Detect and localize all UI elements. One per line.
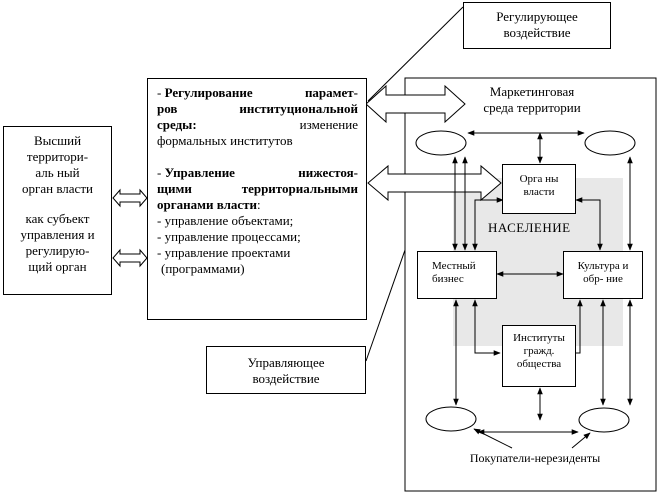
double-arrow-left-lower (112, 248, 148, 268)
civil-institutes-box: Институты гражд. общества (502, 325, 576, 387)
institutes-text: гражд. (523, 345, 555, 357)
double-arrow-left (112, 188, 148, 208)
dash: - (157, 165, 162, 180)
ellipse-bottom-right (578, 407, 630, 433)
local-business-box: Местный бизнес (417, 251, 497, 299)
regulation-heading: институциональной (239, 101, 358, 116)
regulation-text: формальных институтов (157, 133, 293, 148)
managing-effect-label: Управляющее воздействие (206, 346, 366, 394)
regulation-text: изменение (299, 117, 358, 132)
institutes-text: Институты (513, 332, 565, 344)
management-item: (программами) (161, 261, 245, 276)
culture-text: обр- ние (583, 273, 623, 285)
population-label: НАСЕЛЕНИЕ (488, 220, 571, 235)
culture-box: Культура и обр- ние (563, 251, 643, 299)
institutes-text: общества (516, 358, 562, 370)
regulating-effect-label: Регулирующее воздействие (463, 2, 611, 49)
regulation-heading: Регулирование (164, 85, 253, 100)
management-heading: территориальными (241, 181, 358, 196)
subject-line: регулирую- (25, 243, 90, 258)
ellipse-bottom-left (425, 406, 477, 432)
dash: - (157, 85, 162, 100)
regulating-pointer-line (367, 6, 464, 102)
ellipse-top-right (584, 130, 636, 156)
management-heading: органами власти (157, 197, 258, 212)
higher-authority-line: аль ный (35, 165, 80, 180)
regulating-label-text: Регулирующее (496, 9, 578, 24)
non-resident-buyers-label: Покупатели-нерезиденты (469, 451, 601, 465)
management-item: - управление проектами (157, 245, 291, 260)
subject-line: управления и (20, 227, 95, 242)
management-heading: Управление (164, 165, 235, 180)
business-text: бизнес (432, 273, 464, 285)
regulation-heading: ров (157, 101, 178, 116)
managing-label-text: Управляющее (247, 355, 325, 370)
management-item: - управление объектами; (157, 213, 294, 228)
subject-line: щий орган (28, 259, 87, 274)
authorities-box: Орга ны власти (502, 164, 576, 214)
management-heading: нижестоя- (298, 165, 358, 180)
higher-authority-line: орган власти (22, 181, 93, 196)
culture-text: Культура и (577, 260, 629, 272)
authorities-text: власти (523, 186, 555, 198)
management-heading: щими (157, 181, 192, 196)
regulating-double-arrow (365, 84, 466, 124)
higher-authority-box: Высший территори- аль ный орган власти к… (3, 126, 112, 295)
ellipse-top-left (415, 130, 467, 156)
subject-line: как субъект (25, 211, 90, 226)
managing-pointer-line (365, 249, 406, 362)
higher-authority-line: территори- (26, 149, 89, 164)
actions-box: - Регулирование парамет- ров институцион… (147, 78, 367, 320)
managing-label-text: воздействие (252, 371, 320, 386)
management-item: - управление процессами; (157, 229, 301, 244)
regulation-heading: среды: (157, 117, 197, 132)
regulating-label-text: воздействие (503, 25, 571, 40)
authorities-text: Орга ны (519, 173, 559, 185)
business-text: Местный (432, 260, 476, 272)
higher-authority-line: Высший (33, 133, 82, 148)
environment-title: Маркетинговая среда территории (462, 84, 602, 116)
regulation-heading: парамет- (304, 85, 358, 100)
colon: : (257, 197, 261, 212)
environment-title-text: среда территории (483, 100, 581, 115)
environment-title-text: Маркетинговая (489, 84, 575, 99)
